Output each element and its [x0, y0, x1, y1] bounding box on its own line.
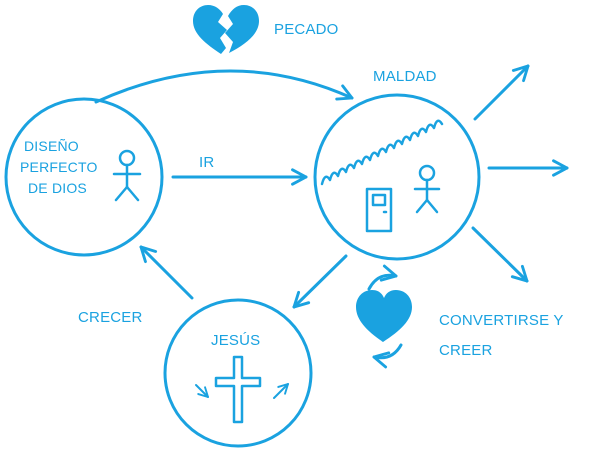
label-grow: CRECER — [78, 309, 143, 326]
arrow-inward-icon — [195, 384, 209, 398]
label-god-design-line-2: PERFECTO — [20, 159, 98, 175]
arrow-grow — [139, 245, 194, 300]
label-convert-line-2: CREER — [439, 342, 493, 359]
broken-heart-icon — [193, 5, 259, 54]
circle-evil — [313, 93, 481, 261]
label-evil: MALDAD — [373, 68, 437, 85]
label-god-design-line-3: DE DIOS — [28, 180, 87, 196]
arrow-convert — [292, 254, 348, 309]
label-sin: PECADO — [274, 21, 339, 38]
label-jesus: JESÚS — [211, 332, 261, 349]
stick-figure-icon — [112, 149, 142, 202]
arrow-outward-up — [473, 64, 530, 121]
circle-jesus — [163, 298, 313, 448]
cycle-arrows-icon — [367, 264, 403, 369]
cross-icon — [214, 355, 262, 424]
stick-figure-icon — [413, 164, 441, 214]
label-convert: CONVERTIRSE Y CREER — [439, 306, 564, 366]
arrow-outward-down — [471, 226, 529, 283]
door-icon — [365, 187, 393, 233]
label-go: IR — [199, 154, 215, 171]
label-convert-line-1: CONVERTIRSE Y — [439, 312, 564, 329]
label-god-design-line-1: DISEÑO — [24, 138, 79, 154]
heart-icon — [356, 290, 412, 342]
circle-god-design — [4, 97, 164, 257]
zigzag-wave-icon — [320, 119, 444, 186]
arrow-sin — [94, 69, 354, 104]
label-god-design: DISEÑO PERFECTO DE DIOS — [20, 136, 98, 199]
arrow-outward-icon — [273, 383, 289, 399]
